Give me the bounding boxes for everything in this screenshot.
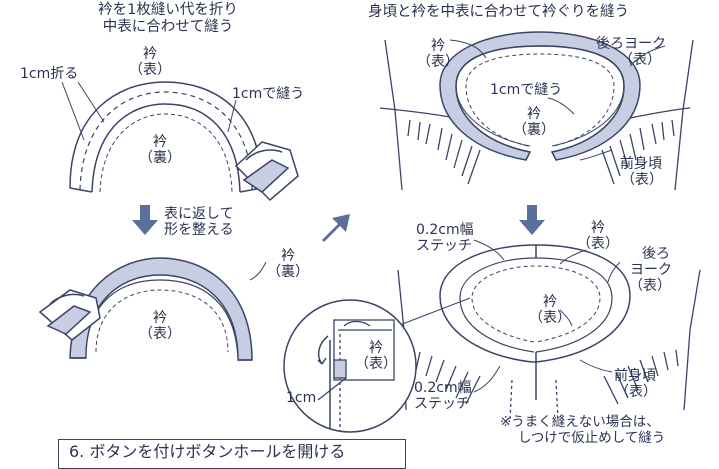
label-back-yoke: 後ろ bbox=[642, 246, 670, 262]
label-back-yoke-sub: （表） bbox=[629, 278, 671, 294]
label-front-body-sub: （表） bbox=[615, 384, 657, 400]
label-collar-sub: （表） bbox=[417, 54, 459, 70]
note-line2: しつけで仮止めして縫う bbox=[518, 430, 666, 446]
label-front-body: 前身頃 bbox=[614, 368, 656, 384]
label-collar-back-sub: （裏） bbox=[513, 122, 555, 138]
label-collar-back: 衿 bbox=[527, 106, 541, 122]
arrow-down-right bbox=[519, 205, 545, 235]
label-back-yoke-sub: （表） bbox=[619, 52, 661, 68]
collar-sewing-illustration bbox=[69, 81, 263, 193]
arrow-text-line1: 表に返して bbox=[164, 206, 234, 222]
label-back-yoke-mid: ヨーク bbox=[630, 262, 672, 278]
label-front-body-sub: （表） bbox=[621, 172, 663, 188]
label-sew-1cm: 1cmで縫う bbox=[232, 86, 305, 102]
detail-label-collar: 衿 bbox=[369, 340, 383, 356]
label-collar: 衿 bbox=[591, 220, 605, 236]
label-back-yoke: 後ろヨーク bbox=[596, 36, 666, 52]
label-inner-collar-sub: （表） bbox=[529, 310, 571, 326]
label-collar-sub: （表） bbox=[577, 236, 619, 252]
note-line1: ※うまく縫えない場合は、 bbox=[500, 414, 660, 430]
arrow-text-line2: 形を整える bbox=[164, 222, 234, 238]
neck-collar-top-right bbox=[439, 31, 641, 161]
neck-collar-bottom-right bbox=[439, 244, 631, 400]
arrow-down-left bbox=[132, 205, 158, 235]
label-collar-back-sub: （裏） bbox=[139, 150, 181, 166]
label-collar-front: 衿 bbox=[143, 46, 157, 62]
label-inner-collar: 衿 bbox=[543, 294, 557, 310]
iron-icon bbox=[234, 141, 299, 202]
arrow-diagonal bbox=[322, 214, 350, 242]
label-front-body: 前身頃 bbox=[620, 156, 662, 172]
collar-turned-illustration bbox=[69, 257, 253, 361]
label-collar-front-sub: （表） bbox=[129, 62, 171, 78]
iron-icon bbox=[38, 289, 101, 341]
label-collar-front-sub: （表） bbox=[139, 326, 181, 342]
label-sew-1cm: 1cmで縫う bbox=[490, 82, 563, 98]
label-collar-back: 衿 bbox=[153, 134, 167, 150]
step-title-line2: 中表に合わせて縫う bbox=[102, 19, 234, 35]
detail-label-1cm: 1cm bbox=[286, 390, 317, 406]
detail-label-collar-sub: （表） bbox=[355, 356, 397, 372]
step-caption: 6. ボタンを付けボタンホールを開ける bbox=[58, 439, 406, 469]
step-title-right: 身頃と衿を中表に合わせて衿ぐりを縫う bbox=[368, 4, 629, 20]
label-stitch-top: 0.2cm幅 bbox=[416, 222, 474, 238]
detail-magnifier bbox=[283, 299, 417, 433]
step-title-line1: 衿を1枚縫い代を折り bbox=[98, 2, 238, 18]
label-collar-back: 衿 bbox=[281, 248, 295, 264]
label-stitch-top-sub: ステッチ bbox=[416, 238, 472, 254]
label-stitch-bottom: 0.2cm幅 bbox=[414, 380, 472, 396]
label-collar: 衿 bbox=[431, 38, 445, 54]
label-fold: 1cm折る bbox=[20, 66, 79, 82]
label-stitch-bottom-sub: ステッチ bbox=[414, 396, 470, 412]
label-collar-back-sub: （裏） bbox=[267, 264, 309, 280]
label-collar-front: 衿 bbox=[153, 310, 167, 326]
